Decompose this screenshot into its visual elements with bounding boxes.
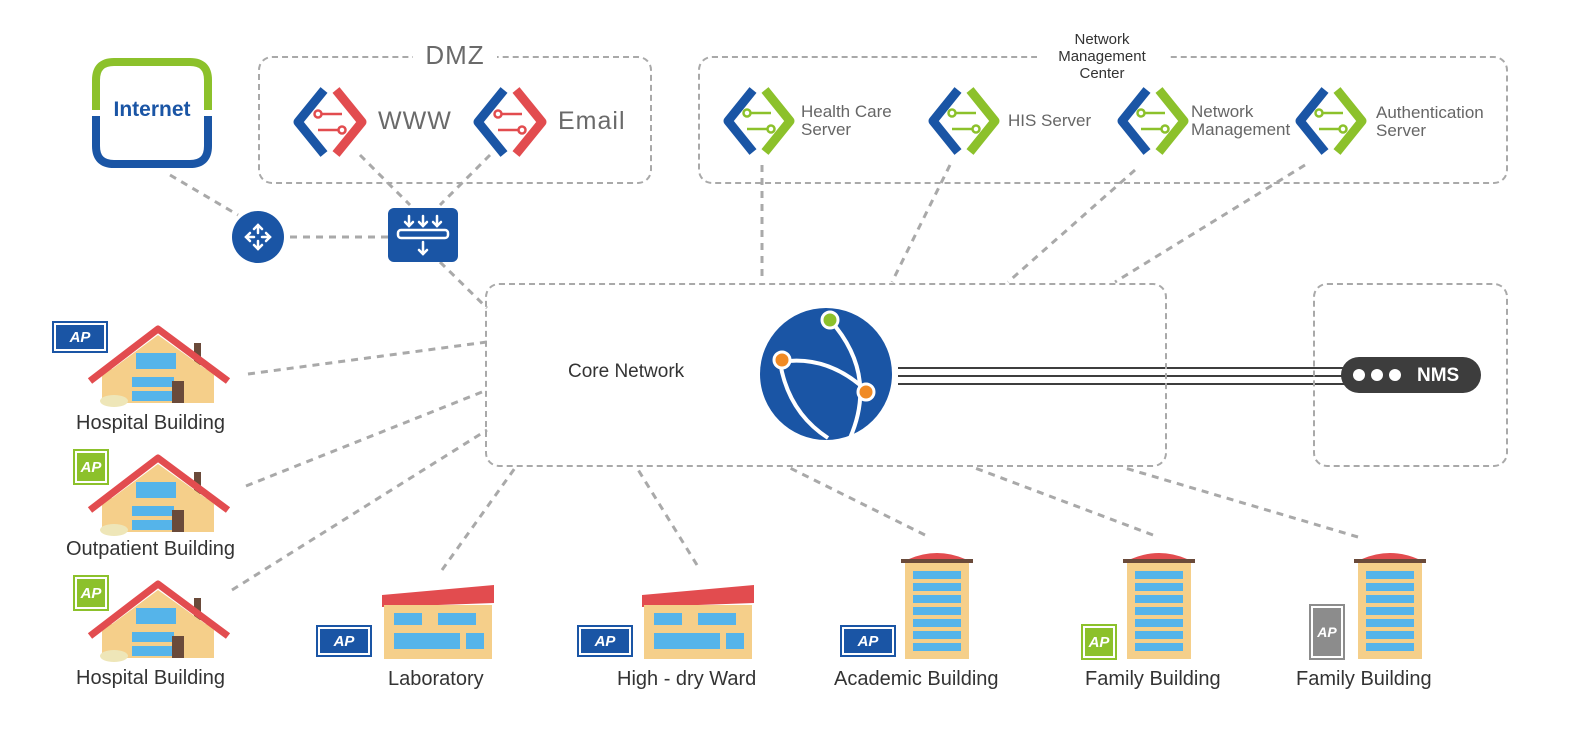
link-email-firewall xyxy=(438,153,492,207)
family-tower-icon xyxy=(1354,553,1426,659)
authentication-server-label: Authentication Server xyxy=(1376,103,1484,140)
link-his-core xyxy=(890,164,952,283)
link-internet-router xyxy=(169,173,239,217)
link-netmgmt-core xyxy=(1007,168,1136,284)
core-network-globe-icon xyxy=(760,308,892,440)
ap-badge: AP xyxy=(73,449,109,485)
core-network-zone xyxy=(485,283,1167,467)
core-nms-link xyxy=(898,367,1345,385)
ap-badge: AP xyxy=(840,625,896,657)
link-auth-core xyxy=(1114,163,1306,284)
internet-label: Internet xyxy=(113,98,191,121)
link-bldg3-core xyxy=(231,428,488,592)
nms-dots-icon xyxy=(1353,369,1413,381)
building-label: Hospital Building xyxy=(76,412,225,434)
nms-node: NMS xyxy=(1341,357,1481,393)
building-label: Academic Building xyxy=(834,668,999,690)
nms-label: NMS xyxy=(1417,365,1460,386)
his-server-label: HIS Server xyxy=(1008,111,1092,130)
router-icon xyxy=(232,211,284,263)
link-family2-core xyxy=(1124,466,1359,539)
nmc-title: Network Management Center xyxy=(1037,31,1167,82)
internet-frame-icon xyxy=(92,58,212,168)
ward-building-icon xyxy=(642,585,754,659)
laboratory-building-icon xyxy=(382,585,494,659)
link-ward-core xyxy=(635,467,699,566)
email-server-icon xyxy=(473,87,547,157)
his-server-icon xyxy=(928,87,1000,155)
link-lab-core xyxy=(440,467,517,571)
link-bldg2-core xyxy=(245,388,488,488)
building-label: Outpatient Building xyxy=(66,538,236,560)
link-family1-core xyxy=(974,466,1154,537)
network-management-label: Network Management xyxy=(1191,102,1291,139)
academic-tower-icon xyxy=(901,553,973,659)
outpatient-house-icon xyxy=(87,454,231,536)
internet-node: Internet xyxy=(92,58,212,168)
link-bldg1-core xyxy=(247,340,488,376)
network-management-server-icon xyxy=(1117,87,1189,155)
health-care-server-label: Health Care Server xyxy=(801,102,892,139)
building-label: Hospital Building xyxy=(76,667,225,689)
ap-badge: AP xyxy=(316,625,372,657)
building-label: Family Building xyxy=(1296,668,1432,690)
core-network-label: Core Network xyxy=(568,361,685,382)
ap-badge: AP xyxy=(73,575,109,611)
firewall-icon xyxy=(388,208,458,262)
dmz-title: DMZ xyxy=(413,40,497,71)
hospital-house-icon xyxy=(87,325,231,407)
ap-badge: AP xyxy=(577,625,633,657)
ap-badge: AP xyxy=(1309,604,1345,660)
building-label: Laboratory xyxy=(388,668,484,690)
building-label: High - dry Ward xyxy=(617,668,757,690)
authentication-server-icon xyxy=(1295,87,1367,155)
link-firewall-core xyxy=(438,260,489,310)
ap-badge: AP xyxy=(52,321,108,353)
nms-zone xyxy=(1313,283,1508,467)
link-academic-core xyxy=(789,466,926,537)
www-label: WWW xyxy=(378,107,452,135)
hospital-house-icon xyxy=(87,580,231,662)
building-label: Family Building xyxy=(1085,668,1221,690)
link-www-firewall xyxy=(358,153,412,207)
health-care-server-icon xyxy=(723,87,795,155)
www-server-icon xyxy=(293,87,367,157)
email-label: Email xyxy=(558,107,626,135)
ap-badge: AP xyxy=(1081,624,1117,660)
family-tower-icon xyxy=(1123,553,1195,659)
